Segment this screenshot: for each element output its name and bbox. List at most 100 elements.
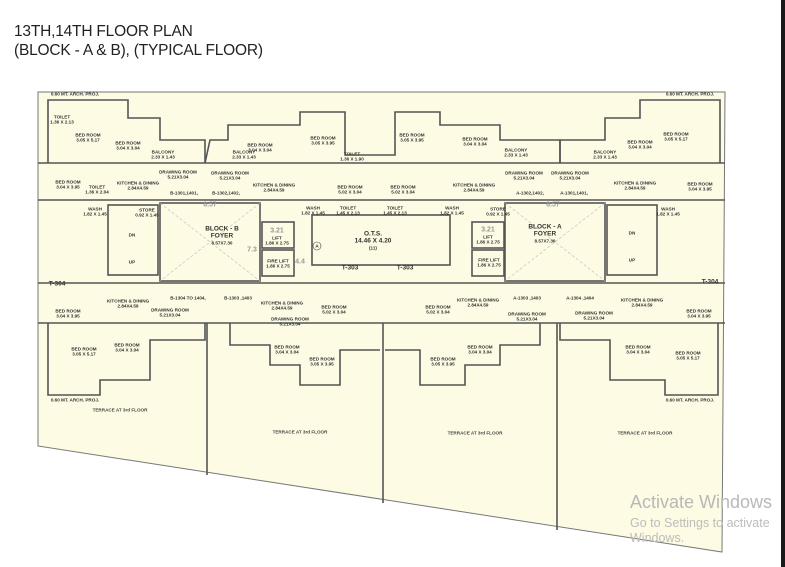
room-dims: 2.84X4.59 (263, 188, 285, 193)
terrace-label: TERRACE AT 3rd FLOOR (617, 430, 673, 436)
t303-label: T-303 (396, 264, 414, 272)
room-dims: 3.05 X 5.17 (72, 352, 96, 357)
room-dims: 5.21X3.04 (516, 317, 538, 322)
room-dims: 0.92 X 1.45 (486, 212, 510, 217)
room-dims: 3.05 X 3.95 (431, 362, 455, 367)
room-name: KITCHEN & DINING (106, 298, 150, 304)
unit-number: B-1304 TO 1404, (170, 295, 206, 301)
room-dims: 1.86 X 2.75 (477, 263, 501, 268)
room-dims: 5.21X3.04 (167, 175, 189, 180)
room-name: DRAWING ROOM (575, 310, 613, 316)
room-name: BED ROOM (75, 132, 101, 138)
block-name: BLOCK - A (528, 223, 562, 231)
room-dims: 2.84X4.59 (624, 186, 646, 191)
room-name: TOILET (53, 114, 71, 120)
circle-a-label: A (315, 243, 319, 249)
room-dims: 1.86 X 2.75 (476, 240, 500, 245)
plan-outline (37, 91, 726, 553)
t304-label: T-304 (48, 280, 66, 288)
room-name: BED ROOM (627, 139, 653, 145)
room-name: DRAWING ROOM (508, 311, 546, 317)
room-dims: 1.45 X 2.13 (336, 211, 360, 216)
arch-proj-label: 0.60 MT. ARCH. PROJ. (665, 91, 715, 97)
room-dims: 1.36 X 2.13 (50, 120, 74, 125)
room-dims: 1.36 X 2.04 (85, 190, 109, 195)
room-dims: 5.21X3.04 (219, 176, 241, 181)
t304-label: T-304 (701, 278, 719, 286)
room-dims: 3.04 X 3.04 (116, 146, 140, 151)
room-dims: 3.04 X 3.95 (56, 314, 80, 319)
room-dims: 5.02 X 3.04 (338, 190, 362, 195)
foyer-name: FOYER (533, 230, 557, 238)
terrace-label: TERRACE AT 3rd FLOOR (272, 429, 328, 435)
room-name: DRAWING ROOM (159, 169, 197, 175)
ots-name: O.T.S. (363, 230, 383, 238)
terrace-label: TERRACE AT 3rd FLOOR (92, 407, 148, 413)
room-dims: 5.21X3.04 (279, 322, 301, 327)
room-dims: 1.82 X 1.45 (656, 212, 680, 217)
dim-label: 7.3 (247, 246, 257, 254)
unit-number: A-1302,1402, (516, 190, 544, 196)
room-dims: 5.02 X 3.04 (322, 310, 346, 315)
room-name: BED ROOM (625, 344, 651, 350)
room-name: BED ROOM (247, 142, 273, 148)
foyer-name: FOYER (210, 232, 234, 240)
room-name: LIFT (483, 234, 493, 240)
room-name: BED ROOM (114, 342, 140, 348)
arch-proj-label: 0.60 MT. ARCH. PROJ. (50, 397, 100, 403)
room-dims: 2.84X4.59 (271, 306, 293, 311)
room-name: BED ROOM (686, 308, 712, 314)
stair-up-label: UP (628, 257, 636, 263)
room-dims: 1.45 X 2.13 (383, 211, 407, 216)
room-name: KITCHEN & DINING (260, 300, 304, 306)
window-edge (781, 0, 785, 567)
room-name: BED ROOM (467, 344, 493, 350)
room-name: STORE (139, 207, 155, 213)
room-dims: 5.21X3.04 (559, 176, 581, 181)
block-name: BLOCK - B (205, 225, 239, 233)
room-name: FIRE LIFT (478, 257, 500, 263)
dim-label: 4.4 (295, 258, 305, 266)
stair-dn-label: DN (128, 232, 136, 238)
room-name: BED ROOM (55, 179, 81, 185)
room-name: DRAWING ROOM (211, 170, 249, 176)
unit-number: A-1301,1401, (560, 190, 588, 196)
room-dims: 2.33 X 1.43 (151, 155, 175, 160)
stair-up-label: UP (128, 259, 136, 265)
unit-number: A-1304 ,1404 (566, 295, 594, 301)
foyer-dims: 8.57X7.30 (534, 238, 556, 244)
dim-label: 8.57 (546, 201, 560, 209)
room-dims: 3.04 X 3.04 (115, 348, 139, 353)
room-name: BALCONY (593, 149, 617, 155)
activation-watermark-subtitle: Go to Settings to activate Windows. (630, 516, 770, 545)
